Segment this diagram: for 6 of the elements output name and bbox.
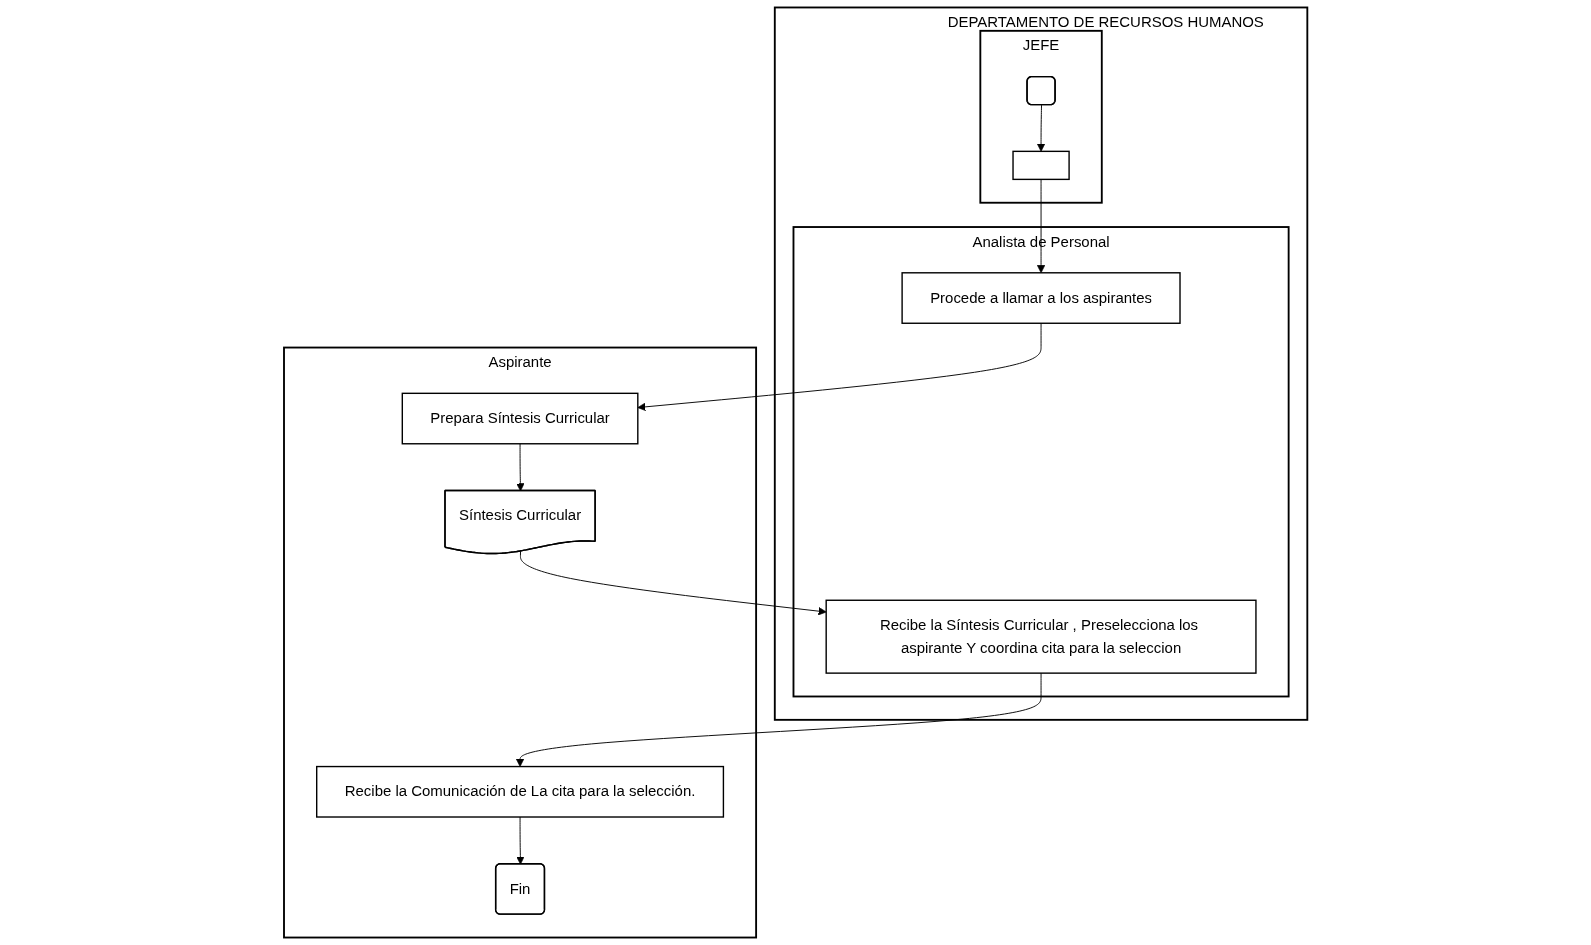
cluster: JEFE [979,29,1103,204]
node-box [1012,150,1070,181]
node-box: Procede a llamar a los aspirantes [901,272,1181,324]
node-box: Recibe la Comunicación de La cita para la selección. [315,765,724,818]
node-box: Prepara Síntesis Curricular [401,392,639,445]
node-box: Recibe la Síntesis Curricular , Preselecciona los aspirante Y coordina cita para la seleccion [825,599,1257,674]
